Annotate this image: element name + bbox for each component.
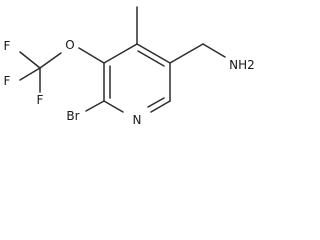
- atom-label-f3: F: [37, 93, 44, 107]
- atom-label-n: N: [133, 113, 142, 127]
- bond-ring-c6-n: [150, 100, 171, 113]
- atom-label-f2: F: [4, 74, 11, 88]
- bond-ring-c3-c4: [103, 43, 138, 64]
- bond-ch2-n: [202, 43, 226, 58]
- bond-ring-n-c2: [103, 100, 124, 113]
- atom-label-o: O: [65, 38, 74, 52]
- bond-c5-ch2: [169, 43, 204, 64]
- atom-label-f1: F: [4, 39, 11, 53]
- chemical-structure-diagram: F F F O Br N NH2: [4, 6, 255, 127]
- bond-ring-double-c6-n: [147, 97, 165, 108]
- bond-c-o: [39, 52, 62, 69]
- bond-c-f1: [19, 51, 41, 69]
- bond-ring-double-c4-c5: [137, 50, 165, 67]
- bond-o-ring: [78, 47, 105, 64]
- bond-ring-c4-c5: [136, 43, 171, 64]
- bond-c-f2: [19, 67, 41, 81]
- atom-label-br: Br: [66, 109, 79, 123]
- bond-c-br: [85, 100, 105, 112]
- atom-label-nh2: NH2: [229, 58, 255, 72]
